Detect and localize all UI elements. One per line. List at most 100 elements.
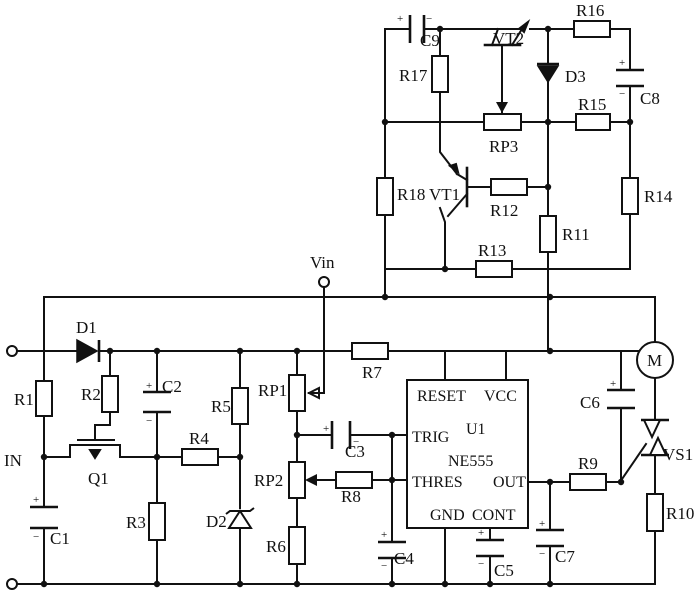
label-c7: C7 (555, 547, 575, 566)
svg-text:+: + (33, 494, 39, 506)
resistor-r7 (351, 342, 389, 360)
svg-text:−: − (426, 13, 432, 25)
label-r14: R14 (644, 187, 673, 206)
label-c4: C4 (394, 549, 414, 568)
label-rp1: RP1 (258, 381, 287, 400)
ic-name: U1 (466, 421, 486, 438)
ic-part: NE555 (448, 453, 493, 470)
capacitors (30, 15, 644, 560)
resistor-r5 (231, 387, 249, 425)
motor-label: M (647, 351, 662, 370)
label-r2: R2 (81, 385, 101, 404)
label-r13: R13 (478, 241, 506, 260)
label-vs1: VS1 (663, 445, 693, 464)
capacitor-c1 (30, 505, 58, 530)
svg-text:−: − (539, 548, 545, 560)
transistor-q1 (69, 435, 121, 460)
label-r18: R18 (397, 185, 425, 204)
label-r4: R4 (189, 429, 209, 448)
potentiometer-rp2 (288, 461, 306, 499)
capacitor-c5 (476, 538, 504, 558)
ic-pin-thres: THRES (412, 474, 463, 491)
resistor-r12 (490, 178, 528, 196)
resistor-r6 (288, 526, 306, 565)
label-d2: D2 (206, 512, 227, 531)
svg-text:−: − (619, 88, 625, 100)
ic-pin-vcc: VCC (484, 388, 517, 405)
svg-text:+: + (619, 57, 625, 69)
triac-vs1 (641, 418, 669, 457)
svg-text:−: − (478, 558, 484, 570)
capacitor-c2 (143, 390, 171, 414)
label-r17: R17 (399, 66, 428, 85)
label-r3: R3 (126, 513, 146, 532)
potentiometer-rp3 (483, 113, 522, 131)
input-terminal-bottom (6, 578, 18, 590)
wires (17, 28, 656, 585)
label-c3: C3 (345, 442, 365, 461)
ic-pin-trig: TRIG (412, 429, 450, 446)
resistor-r15 (575, 113, 611, 131)
label-c9: C9 (420, 31, 440, 50)
label-d1: D1 (76, 318, 97, 337)
resistor-r18 (376, 177, 394, 216)
label-r12: R12 (490, 201, 518, 220)
svg-text:−: − (353, 436, 359, 448)
label-c8: C8 (640, 89, 660, 108)
capacitor-c6 (607, 388, 635, 410)
label-vt1: VT1 (429, 185, 460, 204)
resistor-r17 (431, 55, 449, 93)
label-r5: R5 (211, 397, 231, 416)
input-label: IN (4, 451, 22, 470)
label-r7: R7 (362, 363, 382, 382)
ic-pin-reset: RESET (417, 388, 466, 405)
svg-text:+: + (381, 529, 387, 541)
label-r10: R10 (666, 504, 694, 523)
resistor-r9 (569, 473, 607, 491)
label-vt2: VT2 (493, 29, 524, 48)
capacitor-c9 (408, 15, 426, 43)
diode-d1 (76, 338, 101, 364)
polarity-signs: + − + − + − + − + − + + − + − + − (33, 13, 625, 572)
resistor-r4 (181, 448, 219, 466)
label-rp3: RP3 (489, 137, 518, 156)
potentiometer-rp1 (288, 374, 306, 412)
svg-text:+: + (146, 380, 152, 392)
svg-text:+: + (478, 527, 484, 539)
svg-text:+: + (397, 13, 403, 25)
ic-pin-out: OUT (493, 474, 526, 491)
label-r15: R15 (578, 95, 606, 114)
resistors (35, 20, 664, 565)
resistor-r1 (35, 380, 53, 417)
ic-pin-cont: CONT (472, 507, 516, 524)
resistor-r16 (573, 20, 611, 38)
component-labels: D1 R1 R2 C2 Q1 C1 R3 R4 R5 D2 RP1 RP2 R6… (14, 1, 694, 580)
svg-text:+: + (539, 518, 545, 530)
motor-m (636, 341, 674, 379)
resistor-r10 (646, 493, 664, 532)
resistor-r11 (539, 215, 557, 253)
capacitor-c4 (378, 540, 406, 560)
svg-text:−: − (33, 531, 39, 543)
vin-terminal (318, 276, 330, 288)
ic-pin-gnd: GND (430, 507, 465, 524)
label-d3: D3 (565, 67, 586, 86)
label-r9: R9 (578, 454, 598, 473)
label-r16: R16 (576, 1, 604, 20)
label-c6: C6 (580, 393, 600, 412)
label-c1: C1 (50, 529, 70, 548)
zener-diode-d2 (225, 507, 255, 529)
label-c2: C2 (162, 377, 182, 396)
ic-ne555 (406, 379, 529, 529)
label-r1: R1 (14, 390, 34, 409)
label-rp2: RP2 (254, 471, 283, 490)
resistor-r13 (475, 260, 513, 278)
label-r11: R11 (562, 225, 590, 244)
resistor-r8 (335, 471, 373, 489)
svg-text:−: − (381, 560, 387, 572)
resistor-r2 (101, 375, 119, 413)
vin-label: Vin (310, 253, 335, 272)
capacitor-c8 (616, 68, 644, 88)
input-terminal-top (6, 345, 18, 357)
